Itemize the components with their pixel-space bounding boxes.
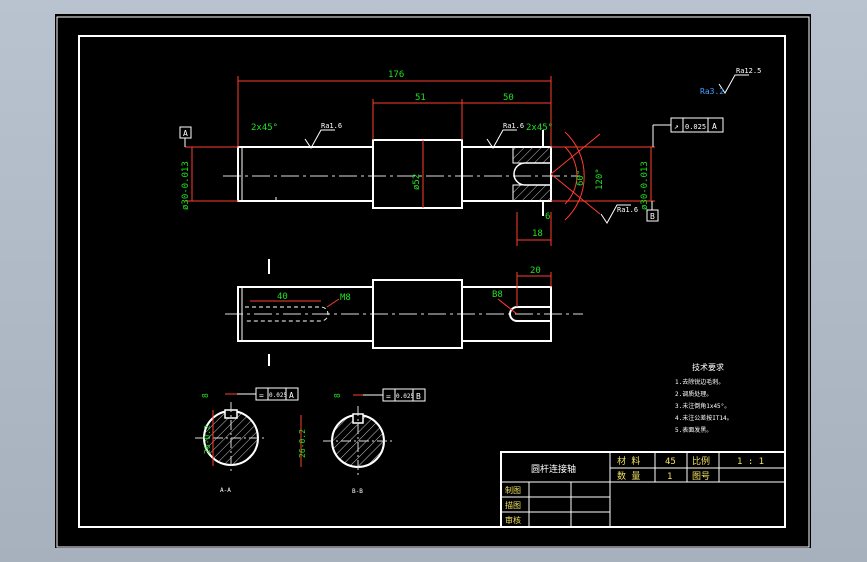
- title-block: [500, 451, 786, 528]
- slot-hatch-bottom: [512, 184, 552, 202]
- notes-title: 技术要求: [692, 362, 724, 372]
- section-a-tol-value: 0.025: [269, 392, 287, 399]
- roughness-general-text: Ra12.5: [736, 67, 761, 75]
- notes-item-3: 3.未注倒角1x45°。: [675, 402, 730, 410]
- slot-end: [513, 162, 551, 186]
- title-drawing-no-label: 图号: [692, 471, 710, 482]
- roughness-left-text: Ra1.6: [321, 122, 342, 130]
- inner-border: [78, 35, 786, 528]
- runout-value: 0.025: [685, 123, 706, 131]
- title-scale-value: 1 : 1: [737, 457, 764, 467]
- dim-angle-a: 60°: [576, 170, 586, 186]
- roughness-symbols: [304, 74, 749, 224]
- roughness-left-symbol: [304, 129, 335, 149]
- roughness-slot-symbol: [600, 204, 631, 224]
- top-view: [225, 259, 583, 366]
- technical-notes: 技术要求 1.去除锐边毛刺。 2.调质处理。 3.未注倒角1x45°。 4.未注…: [675, 362, 733, 434]
- outer-border: [56, 16, 810, 548]
- dim-slot-width: 18: [532, 229, 543, 239]
- title-row-1: 制图: [505, 485, 521, 495]
- engineering-drawing: 176 51 50 2x45° 2x45° 18 6 ø52 ø30-0.013…: [56, 16, 810, 548]
- section-b-depth: 26-0.2: [298, 429, 307, 458]
- section-b-tol-symbol: =: [386, 392, 391, 401]
- front-view: [223, 130, 580, 216]
- roughness-right-symbol: [486, 129, 517, 149]
- notes-item-4: 4.未注公差按IT14。: [675, 414, 733, 422]
- dim-mid-length: 51: [415, 93, 426, 103]
- title-quantity-value: 1: [667, 472, 672, 482]
- dim-chamfer-right: 2x45°: [526, 123, 553, 133]
- section-b-fit: 8: [333, 393, 342, 398]
- front-dimension-text: 176 51 50 2x45° 2x45° 18 6 ø52 ø30-0.013…: [181, 70, 650, 239]
- title-row-3: 审核: [505, 515, 521, 525]
- keyway-right: [509, 306, 551, 322]
- roughness-right-text: Ra1.6: [503, 122, 524, 130]
- dim-keyway-length: 40: [277, 292, 288, 302]
- front-dimensions: [185, 76, 655, 246]
- roughness-general-symbol: [718, 74, 749, 94]
- slot-hatch-top: [512, 146, 552, 164]
- dim-angle-b: 120°: [595, 168, 605, 190]
- section-b-label: B-B: [352, 488, 363, 495]
- section-b: = 0.025 B 26-0.2 8 B-B: [298, 388, 426, 495]
- section-a-label: A-A: [220, 487, 231, 494]
- title-row-2: 描图: [505, 500, 521, 510]
- runout-frame: ↗ 0.025 A: [652, 117, 724, 147]
- dim-keyway-tag: B8: [492, 290, 503, 300]
- dim-chamfer-left: 2x45°: [251, 123, 278, 133]
- runout-datum: A: [712, 122, 717, 131]
- runout-symbol: ↗: [674, 122, 679, 131]
- datum-b: B: [646, 201, 659, 222]
- title-material-value: 45: [665, 457, 676, 467]
- section-b-tol-datum: B: [416, 392, 421, 401]
- dim-right-length: 50: [503, 93, 514, 103]
- section-a-tol-datum: A: [289, 391, 294, 400]
- datum-a: A: [179, 126, 192, 147]
- top-center-boss: [372, 279, 463, 349]
- section-a-depth: 26-0.2: [203, 425, 212, 454]
- section-a-tol-symbol: =: [259, 391, 264, 400]
- roughness-general-label: Ra3.2: [700, 87, 724, 96]
- dim-slot-depth: 6: [545, 212, 550, 222]
- dim-center-diameter: ø52: [412, 174, 422, 190]
- datum-b-letter: B: [650, 212, 655, 221]
- dim-left-diameter: ø30-0.013: [181, 161, 191, 210]
- title-part-name: 圆杆连接轴: [531, 463, 576, 475]
- section-a-fit: 8: [201, 393, 210, 398]
- top-dimensions: [250, 272, 552, 315]
- dim-right-diameter: ø30-0.013: [640, 161, 650, 210]
- cad-viewport[interactable]: 176 51 50 2x45° 2x45° 18 6 ø52 ø30-0.013…: [55, 14, 811, 548]
- shaft-center-boss: [372, 139, 463, 209]
- top-right-section: [462, 286, 552, 342]
- dim-overall-length: 176: [388, 70, 404, 80]
- dim-hole-tag: M8: [340, 293, 351, 303]
- notes-item-1: 1.去除锐边毛刺。: [675, 378, 724, 386]
- title-scale-label: 比例: [692, 455, 710, 467]
- notes-item-5: 5.表面发黑。: [675, 426, 712, 434]
- roughness-slot-text: Ra1.6: [617, 206, 638, 214]
- dim-keyway-right: 20: [530, 266, 541, 276]
- title-material-label: 材 料: [617, 455, 640, 467]
- title-quantity-label: 数 量: [617, 470, 640, 482]
- section-a: = 0.025 A 26-0.2 8 A-A: [195, 387, 299, 494]
- keyway-left: [245, 306, 329, 322]
- shaft-left-section: [237, 146, 374, 202]
- notes-item-2: 2.调质处理。: [675, 390, 712, 398]
- section-b-tol-value: 0.025: [396, 393, 414, 400]
- datum-a-letter: A: [183, 129, 188, 138]
